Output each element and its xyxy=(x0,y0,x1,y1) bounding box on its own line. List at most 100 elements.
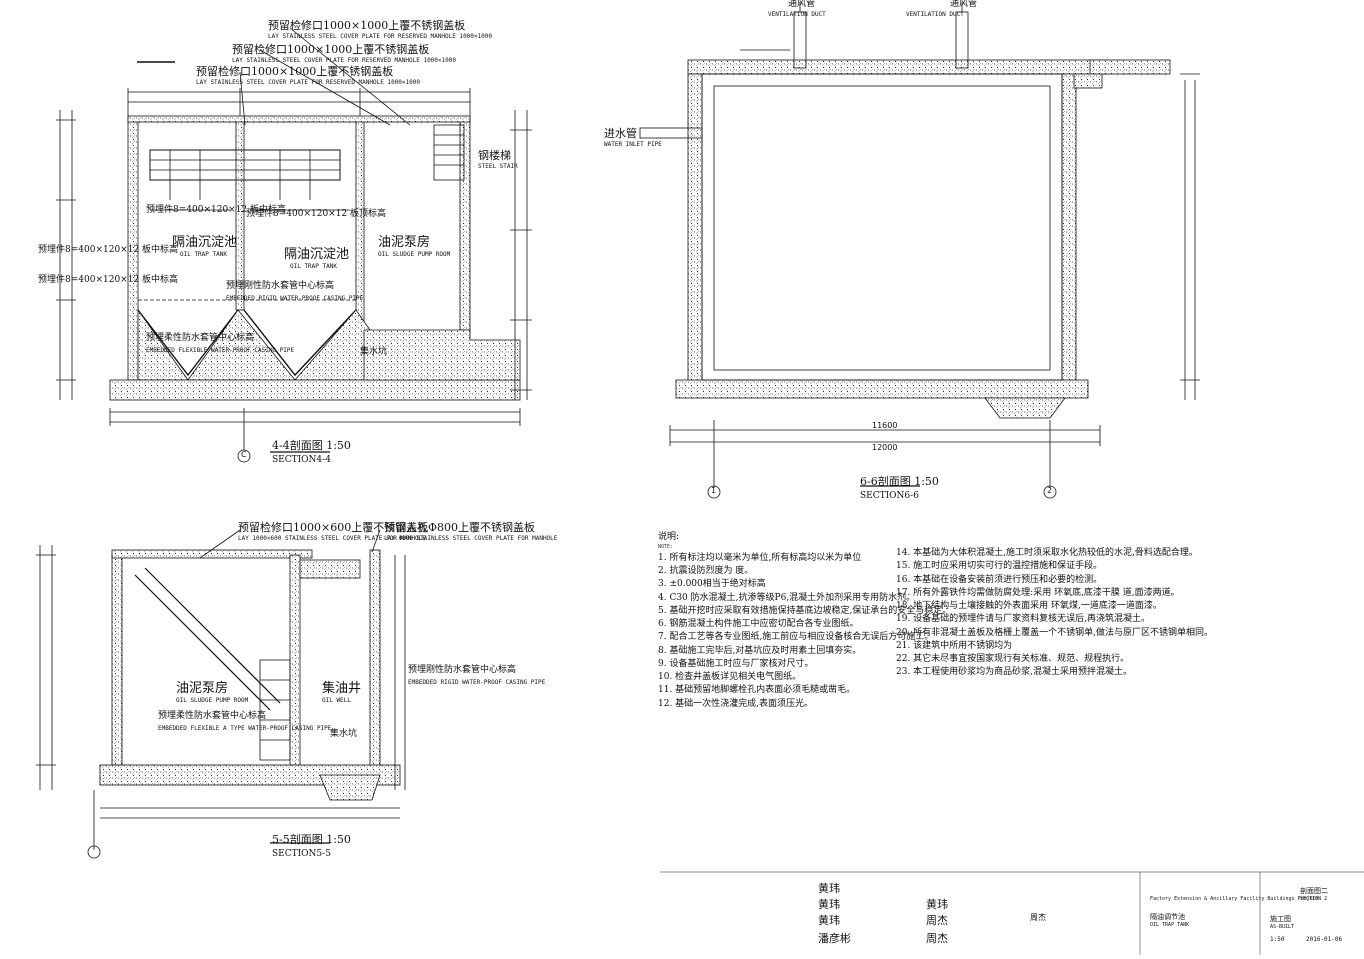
section-5-5 xyxy=(36,529,406,859)
tb-name-a: 黄玮 xyxy=(818,882,840,895)
note-item: 21. 该建筑中所用不锈钢均为 xyxy=(896,640,1013,651)
s66-inlet-label-en: WATER INLET PIPE xyxy=(604,141,662,148)
s66-axis-right: 2 xyxy=(1047,486,1053,495)
tb-name-b: 周杰 xyxy=(926,914,948,927)
s66-subtitle: SECTION6-6 xyxy=(860,491,919,501)
note-item: 16. 本基础在设备安装前须进行预压和必要的检测。 xyxy=(896,574,1103,585)
note-item: 15. 施工时应采用切实可行的温控措施和保证手段。 xyxy=(896,561,1103,572)
s55-subtitle: SECTION5-5 xyxy=(272,849,331,859)
note-item: 23. 本工程使用砂浆均为商品砂浆,混凝土采用预拌混凝土。 xyxy=(896,667,1133,678)
s44-flex-pipe-label: 预埋柔性防水套管中心标高 xyxy=(146,333,255,343)
note-item: 6. 钢筋混凝土构件施工中应密切配合各专业图纸。 xyxy=(658,619,859,629)
s44-embed-label-2: 预埋件8=400×120×12 板顶标高 xyxy=(246,209,387,219)
s44-manhole-label-3-en: LAY STAINLESS STEEL COVER PLATE FOR RESE… xyxy=(196,79,420,86)
s44-tank-label-2-en: OIL TRAP TANK xyxy=(290,263,337,270)
notes-right: 14. 本基础为大体积混凝土,施工时须采取水化热较低的水泥,骨料选配合理。 15… xyxy=(896,548,1356,681)
tb-stage: 施工图 xyxy=(1270,915,1291,923)
s66-vent-left-label-en: VENTILATION DUCT xyxy=(768,11,826,18)
note-item: 17. 所有外露铁件均需做防腐处理:采用 环氧底,底漆干膜 道,面漆两道。 xyxy=(896,587,1180,598)
s55-title: 5-5剖面图 1:50 xyxy=(272,833,351,846)
note-item: 1. 所有标注均以毫米为单位,所有标高均以米为单位 xyxy=(658,552,862,563)
s44-tank-label-1-en: OIL TRAP TANK xyxy=(180,251,227,258)
tb-date: 2016-01-06 xyxy=(1306,936,1343,943)
note-item: 11. 基础预留地脚螺栓孔内表面必须毛糙或凿毛。 xyxy=(658,685,856,696)
s55-rigid-pipe-label-en: EMBEDDED RIGID WATER-PROOF CASING PIPE xyxy=(408,679,546,686)
s44-tank-label-2: 隔油沉淀池 xyxy=(284,247,350,262)
s44-rigid-pipe-label: 预埋刚性防水套管中心标高 xyxy=(226,281,335,291)
tb-name-a: 潘彦彬 xyxy=(818,932,851,945)
s44-stair-label-en: STEEL STAIR xyxy=(478,163,518,170)
s66-vent-right-label: 通风管 xyxy=(950,0,978,9)
note-item: 22. 其它未尽事宜按国家现行有关标准、规范、规程执行。 xyxy=(896,654,1130,664)
note-item: 3. ±0.000相当于绝对标高 xyxy=(658,579,766,590)
tb-name-a: 黄玮 xyxy=(818,898,840,911)
note-item: 2. 抗震设防烈度为 度。 xyxy=(658,566,754,576)
s44-manhole-label-2: 预留检修口1000×1000上覆不锈钢盖板 xyxy=(232,43,430,56)
note-item: 20. 所有非混凝土盖板及格栅上覆盖一个不锈钢单,做法与原厂区不锈钢单相同。 xyxy=(896,627,1214,638)
s55-sump-label: 集水坑 xyxy=(330,729,358,739)
s44-embed-left-label-1: 预埋件8=400×120×12 板中标高 xyxy=(38,245,179,255)
s44-sump-label: 集水坑 xyxy=(360,347,388,357)
notes-heading: 说明: xyxy=(658,532,680,542)
s55-well-label-en: OIL WELL xyxy=(322,697,351,704)
notes-heading-en: NOTE: xyxy=(658,544,674,551)
s66-inlet-label: 进水管 xyxy=(604,127,637,140)
section-4-4 xyxy=(56,27,532,463)
s44-rigid-pipe-label-en: EMBEDDED RIGID WATER-PROOF CASING PIPE xyxy=(226,295,364,302)
s44-pump-label-en: OIL SLUDGE PUMP ROOM xyxy=(378,251,451,258)
s55-rigid-pipe-label: 预埋刚性防水套管中心标高 xyxy=(408,665,517,675)
s55-well-label: 集油井 xyxy=(322,681,362,696)
s44-axis-bubble: C xyxy=(241,450,247,459)
s55-manhole-a-label-en: LAY 1000×600 STAINLESS STEEL COVER PLATE… xyxy=(238,535,426,542)
note-item: 14. 本基础为大体积混凝土,施工时须采取水化热较低的水泥,骨料选配合理。 xyxy=(896,548,1198,558)
tb-drawing-name-en: OIL TRAP TANK xyxy=(1150,922,1190,928)
tb-name-b: 黄玮 xyxy=(926,898,948,911)
notes-left: 说明: NOTE: 1. 所有标注均以毫米为单位,所有标高均以米为单位 2. 抗… xyxy=(658,532,952,712)
s55-flex-pipe-label: 预埋柔性防水套管中心标高 xyxy=(158,711,267,721)
note-item: 18. 地下结构与土壤接触的外表面采用 环氧煤,一道底漆一道面漆。 xyxy=(896,601,1162,611)
note-item: 8. 基础施工完毕后,对基坑应及时用素土回填夯实。 xyxy=(658,645,862,656)
s44-stair-label: 钢楼梯 xyxy=(478,149,511,162)
tb-sheet-title: 剖面图二 xyxy=(1300,887,1328,895)
tb-name-b: 周杰 xyxy=(1030,913,1046,922)
tb-name-a: 黄玮 xyxy=(818,914,840,927)
tb-scale: 1:50 xyxy=(1270,936,1285,943)
section-6-6 xyxy=(639,2,1200,499)
s44-title: 4-4剖面图 1:50 xyxy=(272,439,351,452)
s55-manhole-b-label: 预留人孔Φ800上覆不锈钢盖板 xyxy=(384,521,536,534)
s66-vent-right-label-en: VENTILATION DUCT xyxy=(906,11,964,18)
note-item: 5. 基础开挖时应采取有效措施保持基底边坡稳定,保证承台的安全与稳定。 xyxy=(658,605,952,616)
s66-title: 6-6剖面图 1:50 xyxy=(860,475,939,488)
s44-flex-pipe-label-en: EMBEDDED FLEXIBLE WATER-PROOF CASING PIP… xyxy=(146,347,295,354)
s44-manhole-label-2-en: LAY STAINLESS STEEL COVER PLATE FOR RESE… xyxy=(232,57,456,64)
note-item: 7. 配合工艺等各专业图纸,施工前应与相应设备核合无误后方可施工。 xyxy=(658,632,934,643)
note-item: 12. 基础一次性浇灌完成,表面须压光。 xyxy=(658,698,814,709)
tb-sheet-title-en: SECTION 2 xyxy=(1300,896,1328,902)
s66-dim-mid: 11600 xyxy=(872,421,898,430)
note-item: 9. 设备基础施工时应与厂家核对尺寸。 xyxy=(658,658,814,669)
s55-manhole-b-label-en: LAY Φ800 STAINLESS STEEL COVER PLATE FOR… xyxy=(384,535,558,542)
s44-subtitle: SECTION4-4 xyxy=(272,455,331,465)
s44-manhole-label-1-en: LAY STAINLESS STEEL COVER PLATE FOR RESE… xyxy=(268,33,492,40)
tb-stage-en: AS-BUILT xyxy=(1270,924,1295,930)
title-block-lines xyxy=(660,871,1364,955)
tb-project-en: Factory Extension & Ancillary Facility B… xyxy=(1150,896,1319,902)
note-item: 4. C30 防水混凝土,抗渗等级P6,混凝土外加剂采用专用防水剂。 xyxy=(658,592,916,603)
s44-embed-label-1: 预埋件8=400×120×12 板中标高 xyxy=(146,205,287,215)
note-item: 19. 设备基础的预埋件请与厂家资料复核无误后,再浇筑混凝土。 xyxy=(896,614,1151,625)
s44-tank-label-1: 隔油沉淀池 xyxy=(172,235,238,250)
s55-pump-label-en: OIL SLUDGE PUMP ROOM xyxy=(176,697,249,704)
s44-embed-left-label-2: 预埋件8=400×120×12 板中标高 xyxy=(38,275,179,285)
s44-pump-label: 油泥泵房 xyxy=(378,235,431,250)
tb-name-b: 周杰 xyxy=(926,932,948,945)
s55-flex-pipe-label-en: EMBEDDED FLEXIBLE A TYPE WATER-PROOF CAS… xyxy=(158,725,332,732)
note-item: 10. 检查井盖板详见相关电气图纸。 xyxy=(658,672,802,682)
s55-pump-label: 油泥泵房 xyxy=(176,681,229,696)
s66-dim-top: 12000 xyxy=(872,443,898,452)
s44-manhole-label-1: 预留检修口1000×1000上覆不锈钢盖板 xyxy=(268,19,466,32)
s44-manhole-label-3: 预留检修口1000×1000上覆不锈钢盖板 xyxy=(196,65,394,78)
s66-axis-left: 1 xyxy=(711,486,717,495)
s55-manhole-a-label: 预留检修口1000×600上覆不锈钢盖板 xyxy=(238,521,429,534)
